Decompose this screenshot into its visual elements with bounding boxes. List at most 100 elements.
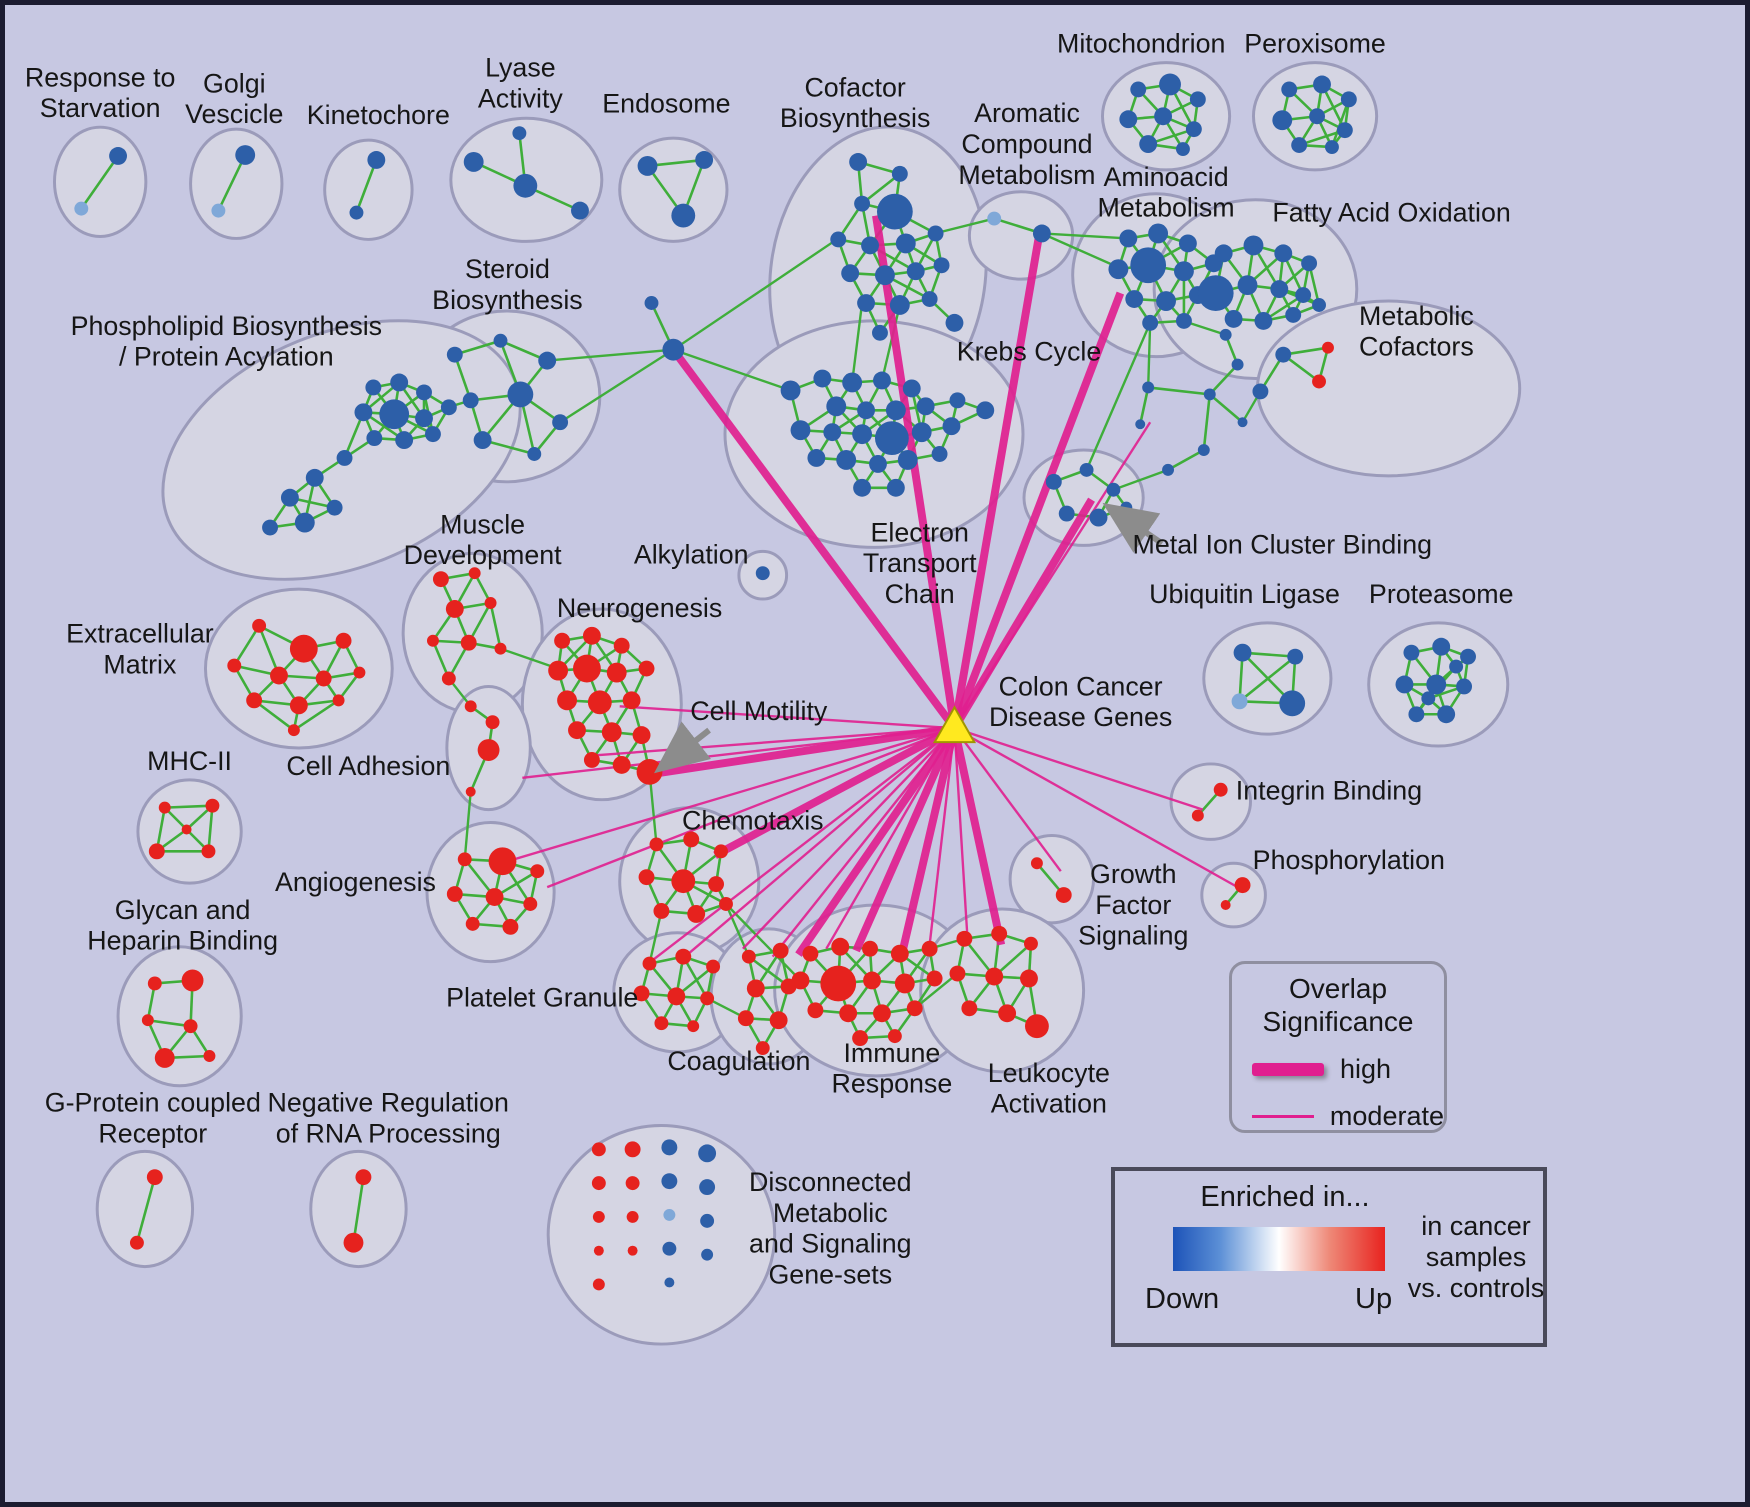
disconnected-gene-sets-node[interactable] (593, 1245, 604, 1256)
platelet-granule-node[interactable] (675, 948, 692, 965)
disconnected-gene-sets-node[interactable] (626, 1210, 639, 1223)
disconnected-gene-sets-node[interactable] (591, 1176, 606, 1191)
proteasome-node[interactable] (1437, 705, 1456, 724)
endosome-node[interactable] (695, 151, 714, 169)
cofactor-biosynthesis-node[interactable] (841, 264, 860, 283)
metal-ion-cluster-binding-node[interactable] (1106, 482, 1121, 497)
colon-cancer-disease-genes-hub[interactable] (932, 705, 977, 744)
immune-response-node[interactable] (921, 940, 938, 957)
disconnected-gene-sets-node[interactable] (592, 1278, 605, 1291)
proteasome-node[interactable] (1426, 674, 1447, 695)
neurogenesis-node[interactable] (613, 637, 630, 654)
muscle-development-node[interactable] (460, 634, 477, 651)
muscle-development-node[interactable] (494, 642, 507, 655)
disconnected-gene-sets-node[interactable] (700, 1213, 715, 1228)
fatty-acid-oxidation-node[interactable] (1214, 244, 1233, 263)
glycan-heparin-binding-node[interactable] (203, 1050, 216, 1062)
aminoacid-metabolism-node[interactable] (1174, 261, 1194, 282)
mitochondrion-node[interactable] (1189, 91, 1206, 108)
electron-transport-chain-node[interactable] (916, 397, 935, 416)
leukocyte-activation-node[interactable] (949, 965, 966, 982)
chemotaxis-node[interactable] (687, 904, 706, 923)
neurogenesis-node[interactable] (582, 626, 601, 645)
negative-regulation-rna-processing-node[interactable] (355, 1169, 372, 1186)
platelet-granule-node[interactable] (667, 987, 686, 1006)
endosome-node[interactable] (637, 155, 658, 176)
metal-ion-cluster-binding-node[interactable] (1120, 501, 1133, 514)
steroid-biosynthesis-node[interactable] (507, 381, 534, 408)
electron-transport-chain-node[interactable] (826, 396, 847, 417)
metabolic-trail-node[interactable] (1197, 444, 1210, 456)
ubiquitin-ligase-node[interactable] (1233, 643, 1252, 662)
cofactor-biosynthesis-node[interactable] (889, 295, 910, 315)
angiogenesis-node[interactable] (485, 888, 504, 906)
glycan-heparin-binding-node[interactable] (183, 1019, 198, 1034)
phospholipid-biosynthesis-node[interactable] (395, 431, 414, 450)
cofactor-biosynthesis-node[interactable] (861, 236, 879, 255)
steroid-biosynthesis-node[interactable] (473, 431, 492, 450)
fatty-acid-oxidation-node[interactable] (1237, 275, 1258, 296)
metabolic-trail-node[interactable] (1231, 358, 1244, 371)
disconnected-gene-sets-node[interactable] (627, 1245, 638, 1256)
proteasome-node[interactable] (1403, 644, 1420, 661)
phospholipid-biosynthesis-node[interactable] (305, 468, 324, 487)
electron-transport-chain-node[interactable] (823, 423, 842, 442)
coagulation-node[interactable] (737, 1010, 754, 1027)
electron-transport-chain-node[interactable] (869, 454, 887, 473)
g-protein-coupled-receptor-node[interactable] (129, 1235, 144, 1250)
phospholipid-biosynthesis-node[interactable] (326, 499, 343, 516)
peroxisome-node[interactable] (1272, 110, 1293, 131)
cofactor-biosynthesis-node[interactable] (927, 225, 944, 242)
electron-transport-chain-node[interactable] (931, 446, 948, 462)
metabolic-trail-node[interactable] (1203, 388, 1216, 401)
cofactor-biosynthesis-node[interactable] (906, 262, 925, 281)
steroid-biosynthesis-node[interactable] (446, 346, 463, 363)
fatty-acid-oxidation-node[interactable] (1274, 244, 1293, 263)
electron-transport-chain-node[interactable] (886, 478, 905, 497)
neurogenesis-node[interactable] (632, 726, 651, 745)
peroxisome-node[interactable] (1309, 108, 1325, 125)
proteasome-node[interactable] (1395, 675, 1414, 694)
phospholipid-biosynthesis-node[interactable] (415, 409, 433, 428)
fatty-acid-oxidation-node[interactable] (1197, 275, 1234, 311)
leukocyte-activation-node[interactable] (985, 967, 1004, 986)
kinetochore-node[interactable] (349, 205, 364, 220)
integrin-binding-node[interactable] (1191, 809, 1204, 822)
mitochondrion-node[interactable] (1175, 142, 1190, 156)
leukocyte-activation-node[interactable] (1024, 1014, 1049, 1039)
extracellular-matrix-node[interactable] (246, 692, 263, 709)
leukocyte-activation-node[interactable] (1024, 936, 1038, 951)
disconnected-gene-sets-node[interactable] (591, 1142, 606, 1157)
aminoacid-metabolism-node[interactable] (1125, 290, 1144, 308)
bridge-nodes-node[interactable] (644, 296, 659, 310)
phospholipid-biosynthesis-node[interactable] (366, 430, 383, 447)
metabolic-cofactors-node[interactable] (1252, 383, 1269, 400)
g-protein-coupled-receptor-node[interactable] (146, 1169, 163, 1186)
platelet-granule-node[interactable] (654, 1016, 669, 1031)
cofactor-biosynthesis-node[interactable] (830, 231, 847, 248)
integrin-binding-node[interactable] (1213, 782, 1228, 797)
proteasome-node[interactable] (1456, 678, 1473, 695)
extracellular-matrix-node[interactable] (335, 632, 352, 649)
extracellular-matrix-node[interactable] (252, 618, 267, 633)
metabolic-trail-node[interactable] (1162, 463, 1175, 476)
electron-transport-chain-node[interactable] (790, 420, 811, 441)
chemotaxis-node[interactable] (714, 844, 728, 859)
muscle-development-node[interactable] (468, 567, 481, 580)
alkylation-node[interactable] (755, 566, 770, 581)
neurogenesis-node[interactable] (573, 654, 601, 683)
muscle-development-node[interactable] (445, 600, 464, 618)
electron-transport-chain-node[interactable] (853, 478, 872, 497)
growth-factor-signaling-node[interactable] (1030, 857, 1043, 870)
response-to-starvation-node[interactable] (109, 147, 127, 165)
peroxisome-node[interactable] (1313, 75, 1331, 94)
chemotaxis-node[interactable] (671, 869, 696, 894)
phospholipid-biosynthesis-node[interactable] (425, 426, 441, 443)
angiogenesis-node[interactable] (523, 897, 538, 911)
leukocyte-activation-node[interactable] (991, 925, 1008, 942)
electron-transport-chain-node[interactable] (885, 400, 906, 421)
metabolic-cofactors-node[interactable] (1312, 374, 1326, 389)
growth-factor-signaling-node[interactable] (1055, 887, 1072, 904)
fatty-acid-oxidation-node[interactable] (1243, 235, 1264, 256)
cofactor-biosynthesis-node[interactable] (849, 153, 868, 171)
